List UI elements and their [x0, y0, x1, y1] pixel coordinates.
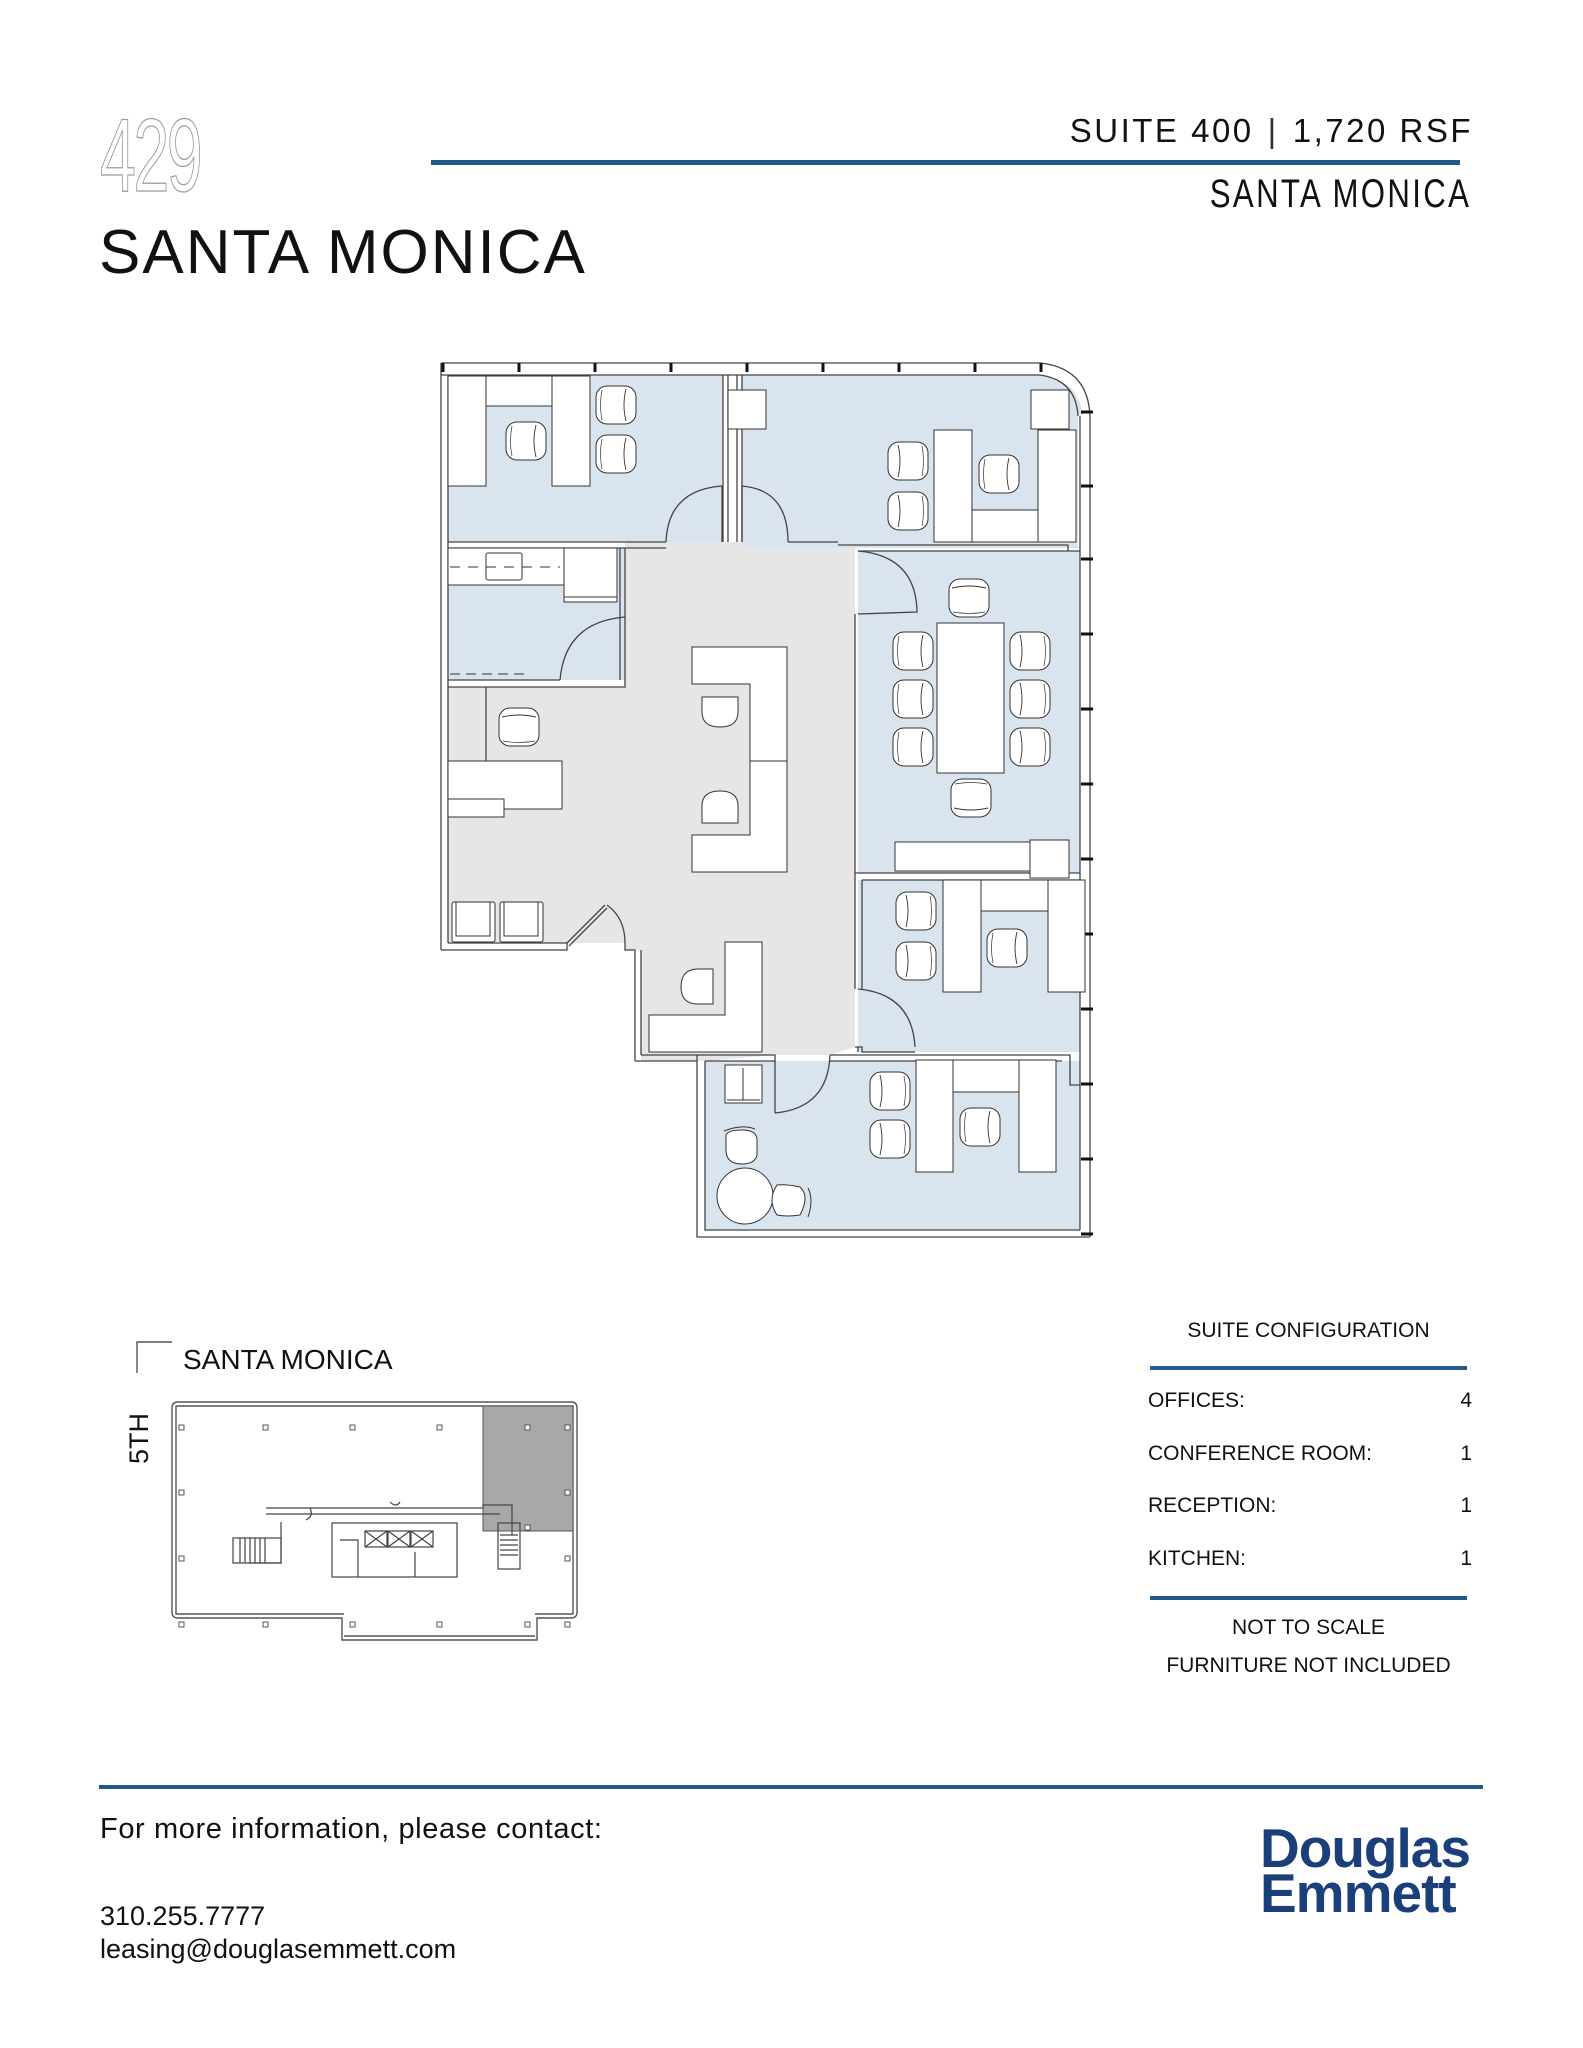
header-rule: [431, 160, 1460, 165]
config-label: OFFICES:: [1148, 1389, 1245, 1412]
config-value: 1: [1460, 1442, 1472, 1465]
config-value: 1: [1460, 1547, 1472, 1570]
window-mullions: [441, 363, 1093, 1236]
suite-config-rule-top: [1150, 1366, 1467, 1370]
suite-floor-plan: [440, 362, 1093, 1238]
contact-email[interactable]: leasing@douglasemmett.com: [100, 1934, 457, 1964]
config-row-offices: OFFICES: 4: [1148, 1390, 1472, 1411]
contact-phone[interactable]: 310.255.7777: [100, 1901, 266, 1931]
city-label: SANTA MONICA: [1209, 172, 1471, 216]
suite-area: 1,720 RSF: [1292, 112, 1473, 149]
note-furniture: FURNITURE NOT INCLUDED: [1166, 1654, 1451, 1677]
config-label: KITCHEN:: [1148, 1547, 1247, 1570]
furniture: [447, 375, 1086, 1225]
key-plan-street-label: SANTA MONICA: [183, 1344, 393, 1375]
suite-info: SUITE 400 | 1,720 RSF: [1070, 114, 1473, 147]
suite-number: SUITE 400: [1069, 112, 1254, 149]
logo-line-1: Douglas: [1260, 1817, 1471, 1879]
config-row-reception: RECEPTION: 1: [1148, 1495, 1472, 1516]
config-label: RECEPTION:: [1148, 1494, 1277, 1517]
logo-line-2: Emmett: [1260, 1862, 1457, 1924]
building-name: SANTA MONICA: [99, 218, 587, 287]
note-not-to-scale: NOT TO SCALE: [1232, 1616, 1385, 1639]
config-row-kitchen: KITCHEN: 1: [1148, 1548, 1472, 1569]
contact-heading: For more information, please contact:: [100, 1813, 603, 1845]
config-value: 4: [1460, 1389, 1472, 1412]
config-row-conference: CONFERENCE ROOM: 1: [1148, 1443, 1472, 1464]
suite-config-rule-bottom: [1150, 1596, 1467, 1600]
config-label: CONFERENCE ROOM:: [1148, 1442, 1373, 1465]
footer-rule: [99, 1785, 1483, 1789]
key-plan: [136, 1341, 578, 1641]
douglas-emmett-logo: Douglas Emmett: [1260, 1817, 1471, 1924]
config-value: 1: [1460, 1494, 1472, 1517]
building-number: 429: [100, 98, 203, 214]
suite-config-title: SUITE CONFIGURATION: [1187, 1319, 1430, 1342]
suite-separator: |: [1267, 112, 1279, 149]
